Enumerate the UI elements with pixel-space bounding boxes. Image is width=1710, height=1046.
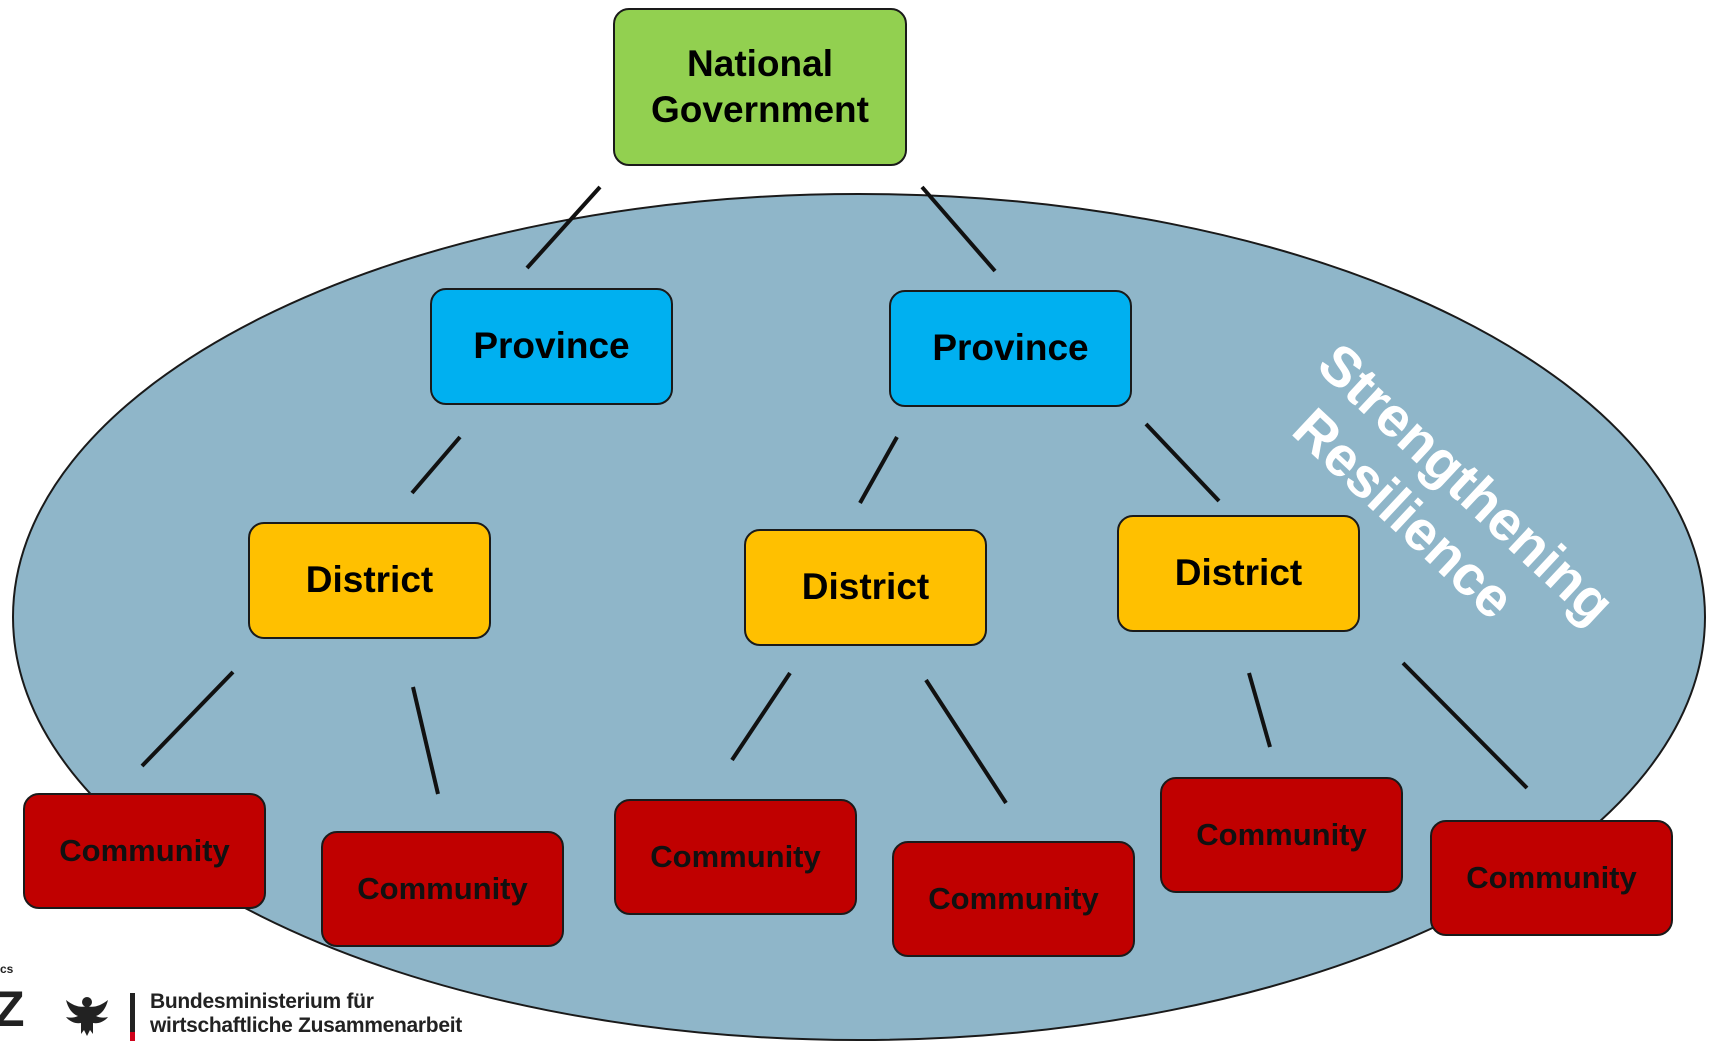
district-node-1: District <box>248 522 491 639</box>
connector-province-1-district-1 <box>410 435 462 495</box>
connector-province-2-district-3 <box>1144 422 1221 503</box>
national-label-line2: Government <box>651 89 869 130</box>
district-node-2: District <box>744 529 987 646</box>
community-node-1: Community <box>23 793 266 909</box>
community-node-2: Community <box>321 831 564 947</box>
logo-divider <box>130 993 135 1039</box>
connector-district-1-community-1 <box>140 670 235 768</box>
district-label: District <box>801 566 930 608</box>
province-label: Province <box>932 327 1089 369</box>
giz-logo: Z <box>0 981 25 1037</box>
province-label: Province <box>473 325 630 367</box>
connector-district-1-community-2 <box>411 686 440 795</box>
community-label: Community <box>357 870 528 906</box>
community-label: Community <box>1196 816 1367 852</box>
federal-eagle-icon <box>66 997 108 1036</box>
national-label-line1: National <box>687 42 833 84</box>
connector-province-2-district-2 <box>858 436 899 504</box>
connector-national-province-2 <box>920 185 997 273</box>
district-label: District <box>305 559 434 601</box>
national-government-node: National Government <box>613 8 907 166</box>
connector-district-3-community-6 <box>1401 661 1529 790</box>
community-label: Community <box>59 832 230 868</box>
community-node-4: Community <box>892 841 1135 957</box>
community-label: Community <box>1466 859 1637 895</box>
connector-national-province-1 <box>525 185 602 270</box>
ministry-name-line2: wirtschaftliche Zusammenarbeit <box>150 1014 462 1037</box>
giz-logo-top-text: cs <box>0 962 14 976</box>
logo-divider-red <box>130 1032 135 1041</box>
community-node-3: Community <box>614 799 857 915</box>
province-node-2: Province <box>889 290 1132 407</box>
connector-district-2-community-3 <box>730 671 792 762</box>
community-label: Community <box>928 880 1099 916</box>
community-node-6: Community <box>1430 820 1673 936</box>
connector-district-3-community-5 <box>1247 672 1272 748</box>
district-node-3: District <box>1117 515 1360 632</box>
connector-district-2-community-4 <box>924 678 1008 805</box>
district-label: District <box>1174 552 1303 594</box>
province-node-1: Province <box>430 288 673 405</box>
community-label: Community <box>650 838 821 874</box>
community-node-5: Community <box>1160 777 1403 893</box>
ministry-name-line1: Bundesministerium für <box>150 990 374 1013</box>
footer-logos: cs Z Bundesministerium für wirtschaftlic… <box>0 950 480 1041</box>
